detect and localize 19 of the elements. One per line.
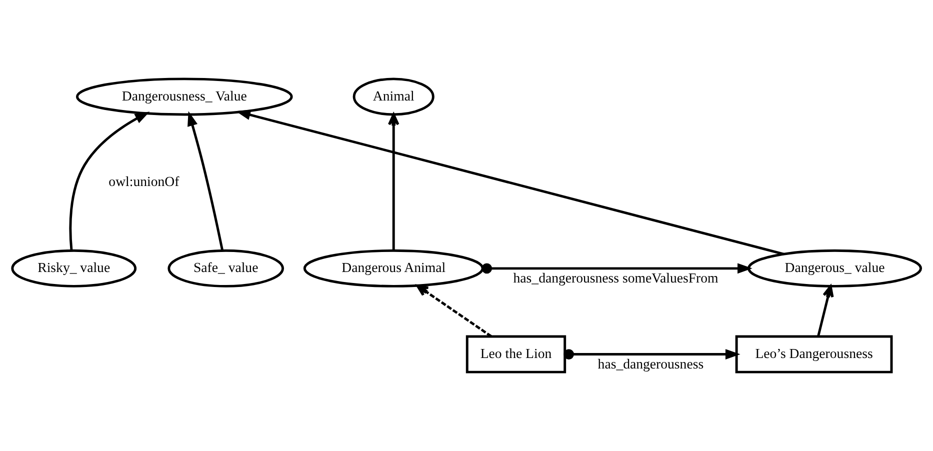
node-box: Leo’s Dangerousness	[735, 335, 893, 374]
arrow	[564, 349, 740, 360]
arrow	[236, 110, 784, 256]
arrow	[188, 111, 224, 251]
node-ellipse: Dangerousness_ Value	[76, 78, 293, 116]
arrow	[388, 113, 400, 251]
node-ellipse: Animal	[352, 78, 434, 116]
arrow	[482, 263, 752, 274]
arrow	[817, 285, 834, 337]
node-ellipse: Dangerous Animal	[303, 249, 484, 288]
arrow	[69, 112, 150, 251]
arrow	[416, 284, 492, 338]
node-ellipse: Safe_ value	[168, 249, 284, 288]
edge-label: has_dangerousness someValuesFrom	[513, 270, 718, 286]
node-ellipse: Risky_ value	[11, 249, 137, 288]
label: owl:unionOf	[108, 174, 180, 190]
node-ellipse: Dangerous_ value	[747, 249, 922, 288]
node-box: Leo the Lion	[466, 335, 566, 374]
edge-label: has_dangerousness	[598, 356, 704, 372]
